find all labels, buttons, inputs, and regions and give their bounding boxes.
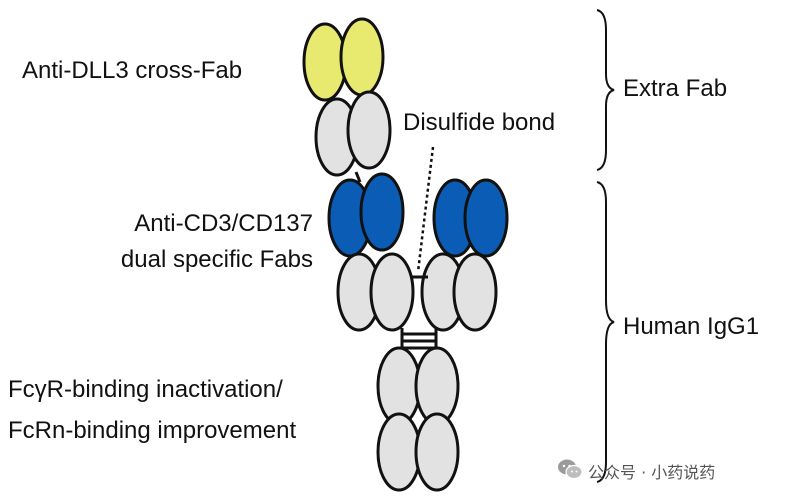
anti-cd3-label-line2: dual specific Fabs — [120, 246, 313, 273]
anti-dll3-domain-right — [339, 17, 385, 97]
extra-fab-gray-domain-right — [346, 90, 392, 170]
anti-cd3-label-line1: Anti-CD3/CD137 — [134, 210, 313, 237]
human-igg1-label: Human IgG1 — [623, 313, 760, 340]
fc-ch3-left — [376, 412, 422, 492]
right-blue-domain-b — [463, 178, 509, 258]
watermark-text: 公众号 · 小药说药 — [588, 463, 716, 482]
disulfide-pointer — [416, 146, 435, 273]
left-gray-domain-b — [369, 252, 415, 332]
human-igg1-brace — [596, 181, 615, 483]
wechat-icon — [558, 459, 583, 480]
left-blue-domain-b — [359, 172, 405, 252]
disulfide-bond-label: Disulfide bond — [403, 109, 556, 136]
anti-dll3-label: Anti-DLL3 cross-Fab — [22, 57, 243, 84]
fcr-label-line1: FcγR-binding inactivation/ — [8, 376, 283, 403]
right-gray-domain-b — [452, 252, 498, 332]
extra-fab-brace — [596, 9, 615, 171]
fcr-label-line2: FcRn-binding improvement — [8, 417, 297, 444]
fc-ch3-right — [414, 412, 460, 492]
extra-fab-linker — [354, 171, 362, 183]
extra-fab-label: Extra Fab — [623, 75, 728, 102]
